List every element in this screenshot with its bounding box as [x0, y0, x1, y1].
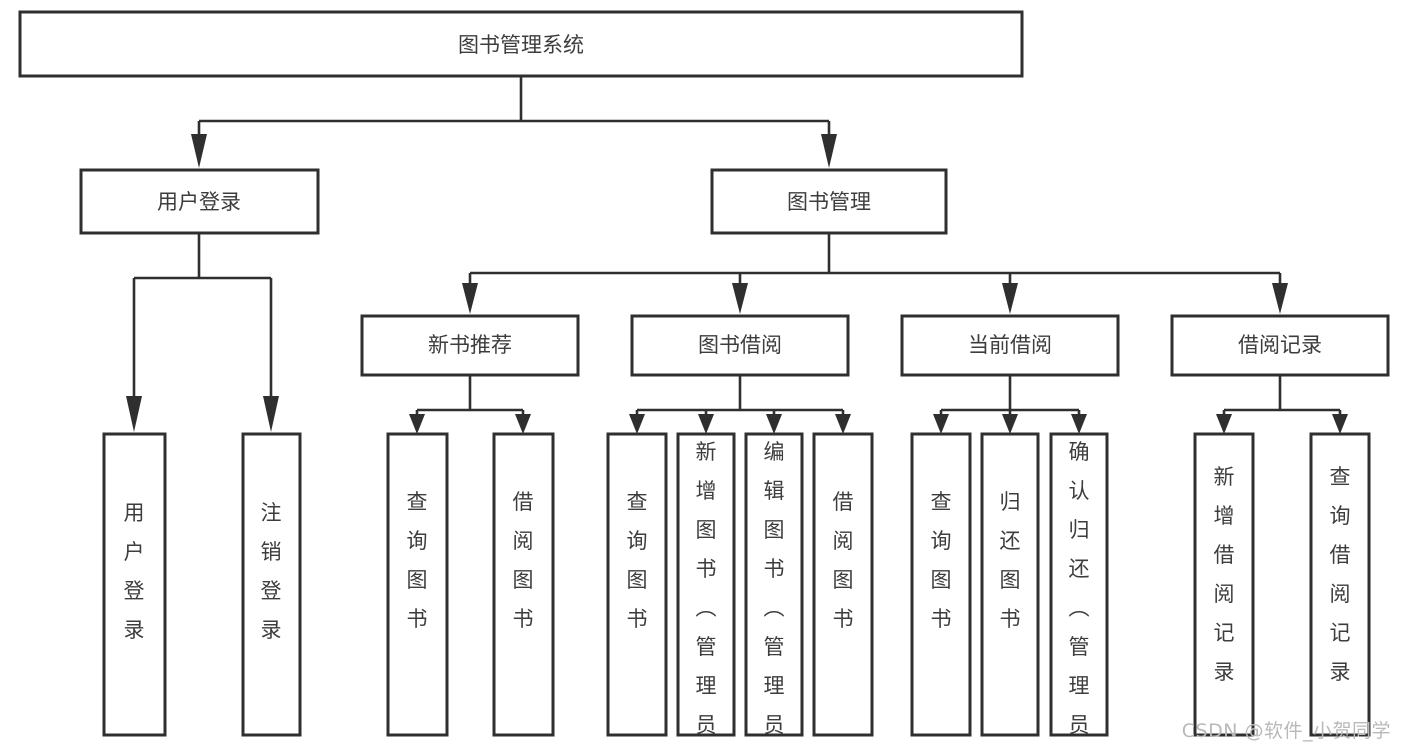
leaf-user-login-login[interactable]: 用户登录	[102, 432, 167, 737]
arrowhead-leaf-borrow-3	[766, 414, 782, 434]
leaf-current-return-book[interactable]: 归还图书	[980, 432, 1040, 737]
node-borrow-record[interactable]: 借阅记录	[1170, 314, 1390, 377]
leaf-borrow-edit-book[interactable]: 编辑图书︵管理员︶	[744, 432, 804, 747]
leaf-user-login-login-label: 用户登录	[124, 501, 145, 642]
leaf-borrow-add-book[interactable]: 新增图书︵管理员︶	[676, 432, 736, 747]
arrowhead-current-borrow	[1002, 283, 1018, 314]
node-root-system-label: 图书管理系统	[458, 33, 584, 57]
arrowhead-leaf-recommend-1	[409, 414, 425, 434]
node-borrow-record-label: 借阅记录	[1238, 333, 1322, 357]
arrowhead-leaf-user-login-2	[263, 396, 279, 432]
node-book-borrow-box[interactable]	[630, 314, 850, 377]
node-current-borrow[interactable]: 当前借阅	[900, 314, 1120, 377]
leaf-current-return-book-box[interactable]	[980, 432, 1040, 737]
leaf-user-login-logout-box[interactable]	[241, 432, 302, 737]
leaf-user-login-logout-label: 注销登录	[261, 501, 282, 642]
arrowhead-borrow-record	[1272, 283, 1288, 314]
arrowhead-leaf-borrow-2	[698, 414, 714, 434]
leaf-record-add-record-label: 新增借阅记录	[1214, 465, 1235, 684]
node-book-management-label: 图书管理	[787, 190, 871, 214]
leaf-record-add-record-box[interactable]	[1193, 432, 1255, 737]
leaf-borrow-edit-book-label: 编辑图书︵管理员︶	[764, 440, 785, 747]
arrowhead-user-login	[191, 134, 207, 168]
leaf-borrow-borrow-book-box[interactable]	[812, 432, 874, 737]
node-user-login-box[interactable]	[79, 168, 320, 235]
leaf-borrow-borrow-book-label: 借阅图书	[833, 490, 854, 631]
leaf-current-query-book[interactable]: 查询图书	[910, 432, 972, 737]
leaf-current-confirm-return-label: 确认归还︵管理员︶	[1069, 440, 1090, 747]
leaf-recommend-borrow-book[interactable]: 借阅图书	[492, 432, 555, 737]
leaf-user-login-logout[interactable]: 注销登录	[241, 432, 302, 737]
leaf-borrow-query-book[interactable]: 查询图书	[606, 432, 668, 737]
leaf-current-query-book-box[interactable]	[910, 432, 972, 737]
leaf-record-query-record-box[interactable]	[1309, 432, 1371, 737]
arrowhead-leaf-borrow-1	[629, 414, 645, 434]
leaf-borrow-borrow-book[interactable]: 借阅图书	[812, 432, 874, 737]
arrowhead-leaf-current-1	[933, 414, 949, 434]
arrowhead-leaf-current-2	[1002, 414, 1018, 434]
leaf-current-confirm-return[interactable]: 确认归还︵管理员︶	[1049, 432, 1109, 747]
node-new-book-recommend-box[interactable]	[360, 314, 580, 377]
leaf-user-login-login-box[interactable]	[102, 432, 167, 737]
leaf-record-query-record[interactable]: 查询借阅记录	[1309, 432, 1371, 737]
node-user-login[interactable]: 用户登录	[79, 168, 320, 235]
leaf-borrow-add-book-label: 新增图书︵管理员︶	[696, 440, 717, 747]
arrowhead-book-mgmt	[821, 134, 837, 168]
arrowhead-leaf-record-2	[1332, 414, 1348, 434]
leaf-recommend-borrow-book-label: 借阅图书	[513, 490, 534, 631]
leaf-recommend-query-book[interactable]: 查询图书	[386, 432, 449, 737]
leaf-recommend-query-book-box[interactable]	[386, 432, 449, 737]
node-book-borrow[interactable]: 图书借阅	[630, 314, 850, 377]
arrowhead-new-book-recommend	[462, 283, 478, 314]
arrowhead-leaf-user-login-1	[126, 396, 142, 432]
leaf-borrow-query-book-label: 查询图书	[627, 490, 648, 631]
leaf-borrow-edit-book-box[interactable]	[744, 432, 804, 737]
leaf-current-confirm-return-box[interactable]	[1049, 432, 1109, 737]
leaf-recommend-borrow-book-box[interactable]	[492, 432, 555, 737]
node-current-borrow-label: 当前借阅	[968, 333, 1052, 357]
node-book-management[interactable]: 图书管理	[710, 168, 948, 235]
arrowhead-leaf-record-1	[1216, 414, 1232, 434]
leaf-borrow-add-book-box[interactable]	[676, 432, 736, 737]
node-user-login-label: 用户登录	[157, 190, 241, 214]
node-new-book-recommend[interactable]: 新书推荐	[360, 314, 580, 377]
leaf-current-query-book-label: 查询图书	[931, 490, 952, 631]
arrowhead-leaf-borrow-4	[835, 414, 851, 434]
node-book-borrow-label: 图书借阅	[698, 333, 782, 357]
node-book-management-box[interactable]	[710, 168, 948, 235]
node-root-system-box[interactable]	[18, 10, 1024, 78]
node-current-borrow-box[interactable]	[900, 314, 1120, 377]
leaf-borrow-query-book-box[interactable]	[606, 432, 668, 737]
node-new-book-recommend-label: 新书推荐	[428, 333, 512, 357]
leaf-recommend-query-book-label: 查询图书	[407, 490, 428, 631]
arrowhead-book-borrow	[732, 283, 748, 314]
connector-layer	[126, 76, 1348, 434]
leaf-record-query-record-label: 查询借阅记录	[1330, 465, 1351, 684]
arrowhead-leaf-current-3	[1071, 414, 1087, 434]
arrowhead-leaf-recommend-2	[515, 414, 531, 434]
node-root-system[interactable]: 图书管理系统	[18, 10, 1024, 78]
node-borrow-record-box[interactable]	[1170, 314, 1390, 377]
leaf-record-add-record[interactable]: 新增借阅记录	[1193, 432, 1255, 737]
leaf-current-return-book-label: 归还图书	[1000, 490, 1021, 631]
